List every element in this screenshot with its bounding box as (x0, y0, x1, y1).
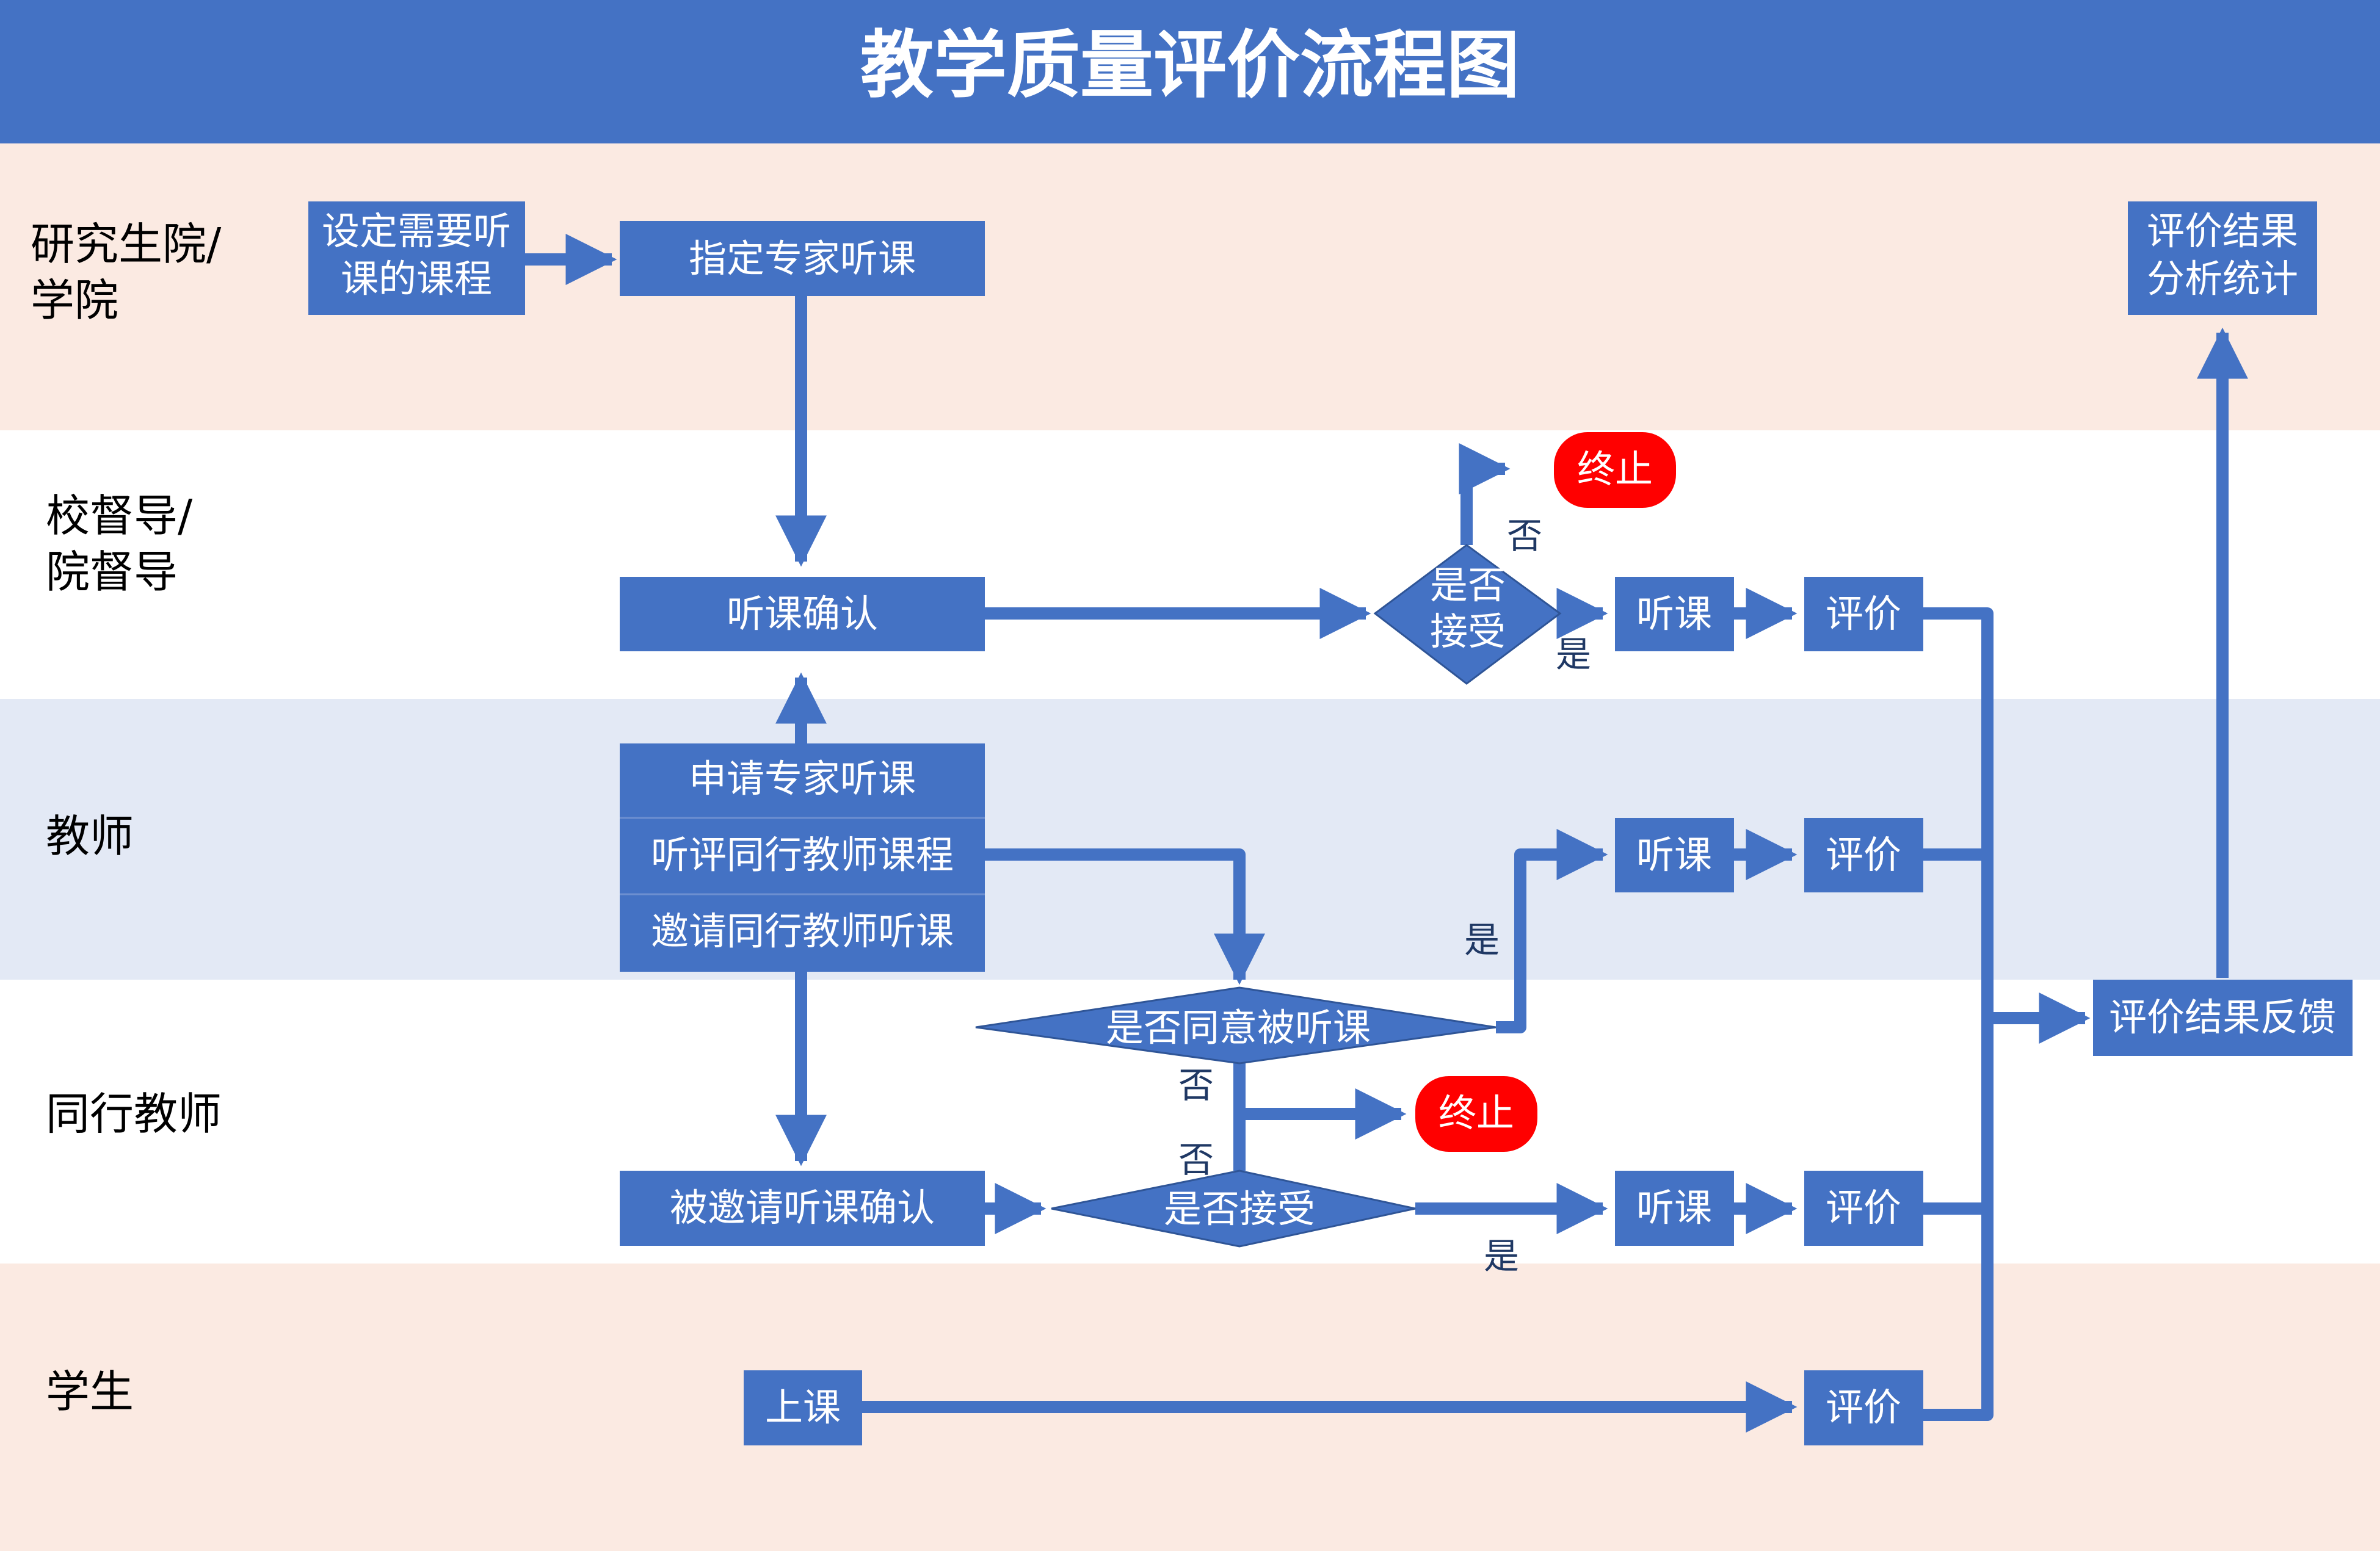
node-apply-expert[interactable]: 申请专家听课 (689, 756, 916, 801)
edge-label-mid-no: 否 (1178, 1065, 1214, 1106)
decision-agree[interactable]: 是否同意被听课 (975, 986, 1497, 1065)
node-result-stats[interactable]: 评价结果分析统计 (2128, 201, 2317, 315)
connectors (525, 234, 2248, 1433)
edge-peer-review-to-agree (984, 848, 1265, 985)
node-evaluate-bottom-label: 评价 (1826, 1185, 1901, 1230)
node-assign-experts[interactable]: 指定专家听课 (620, 221, 985, 296)
title-bar (0, 0, 2380, 143)
node-confirm-listen-label: 听课确认 (727, 591, 878, 636)
node-evaluate-mid[interactable]: 评价 (1804, 818, 1923, 892)
node-set-courses-label: 设定需要听课的课程 (322, 209, 511, 301)
node-result-stats-label-line: 评价结果 (2147, 209, 2298, 253)
decision-accept-top-label-line: 是否 (1430, 563, 1506, 607)
node-invited-confirm-label: 被邀请听课确认 (670, 1185, 935, 1230)
node-result-feedback-label: 评价结果反馈 (2109, 995, 2336, 1039)
node-evaluate-student-label: 评价 (1826, 1385, 1901, 1430)
terminal-end-top-label: 终止 (1577, 447, 1653, 491)
node-peer-review[interactable]: 听评同行教师课程 (651, 833, 954, 877)
node-listen-mid-label: 听课 (1636, 833, 1712, 877)
node-evaluate-top[interactable]: 评价 (1804, 577, 1923, 651)
node-invited-confirm[interactable]: 被邀请听课确认 (620, 1171, 985, 1246)
edge-agree-to-listen-mid (1496, 829, 1608, 1033)
lane-bg-supervisor (0, 430, 2380, 699)
node-attend-class[interactable]: 上课 (744, 1370, 862, 1445)
edge-label-mid-yes: 是 (1464, 919, 1500, 961)
node-evaluate-top-label: 评价 (1826, 591, 1901, 636)
lane-label-supervisor-line: 院督导 (46, 546, 178, 598)
decision-accept-bottom[interactable]: 是否接受 (1051, 1170, 1416, 1248)
node-set-courses-label-line: 课的课程 (341, 256, 492, 301)
node-result-feedback[interactable]: 评价结果反馈 (2093, 980, 2353, 1056)
node-result-stats-label: 评价结果分析统计 (2147, 209, 2298, 301)
node-invite-peer[interactable]: 邀请同行教师听课 (651, 909, 954, 953)
lane-label-peer-teacher: 同行教师 (46, 1088, 222, 1140)
decision-agree-label: 是否同意被听课 (1106, 1005, 1371, 1050)
node-attend-class-label: 上课 (765, 1385, 841, 1430)
node-assign-experts-label: 指定专家听课 (689, 236, 916, 281)
lane-label-graduate-school-line: 研究生院/ (31, 219, 222, 270)
lane-label-supervisor-line: 校督导/ (46, 490, 193, 541)
lane-label-graduate-school-line: 学院 (31, 275, 118, 326)
decision-accept-bottom-label: 是否接受 (1164, 1187, 1315, 1231)
decision-accept-top-label: 是否接受 (1430, 563, 1506, 654)
node-listen-top[interactable]: 听课 (1615, 577, 1734, 651)
node-invite-peer-label: 邀请同行教师听课 (651, 909, 954, 953)
edge-label-top-no: 否 (1507, 515, 1542, 557)
page-title: 教学质量评价流程图 (860, 23, 1520, 108)
edge-label-bottom-yes: 是 (1484, 1235, 1519, 1277)
lane-bg-teacher (0, 699, 2380, 980)
node-teacher-options (620, 743, 985, 972)
node-evaluate-student[interactable]: 评价 (1804, 1370, 1923, 1445)
node-apply-expert-label: 申请专家听课 (689, 756, 916, 801)
node-listen-bottom-label: 听课 (1636, 1185, 1712, 1230)
node-set-courses-label-line: 设定需要听 (322, 209, 511, 253)
node-peer-review-label: 听评同行教师课程 (651, 833, 954, 877)
decision-accept-top[interactable]: 是否接受 (1373, 544, 1562, 685)
edge-label-top-yes: 是 (1556, 634, 1591, 675)
node-listen-mid[interactable]: 听课 (1615, 818, 1734, 892)
node-evaluate-bottom[interactable]: 评价 (1804, 1171, 1923, 1246)
terminal-end-mid[interactable]: 终止 (1415, 1076, 1537, 1152)
edge-decision-top-to-end (1459, 443, 1511, 545)
decision-accept-top-label-line: 接受 (1430, 609, 1506, 654)
node-evaluate-mid-label: 评价 (1826, 833, 1901, 877)
lane-label-student: 学生 (46, 1366, 134, 1417)
node-listen-top-label: 听课 (1636, 591, 1712, 636)
node-set-courses[interactable]: 设定需要听课的课程 (308, 201, 525, 315)
lane-label-supervisor: 校督导/院督导 (46, 490, 193, 598)
edge-label-bottom-no: 否 (1178, 1139, 1214, 1180)
terminal-end-mid-label: 终止 (1439, 1091, 1514, 1135)
terminal-end-top[interactable]: 终止 (1554, 432, 1676, 508)
node-confirm-listen[interactable]: 听课确认 (620, 577, 985, 651)
node-result-stats-label-line: 分析统计 (2147, 256, 2298, 301)
node-listen-bottom[interactable]: 听课 (1615, 1171, 1734, 1246)
lane-label-teacher: 教师 (46, 811, 134, 862)
lane-label-graduate-school: 研究生院/学院 (31, 219, 222, 326)
